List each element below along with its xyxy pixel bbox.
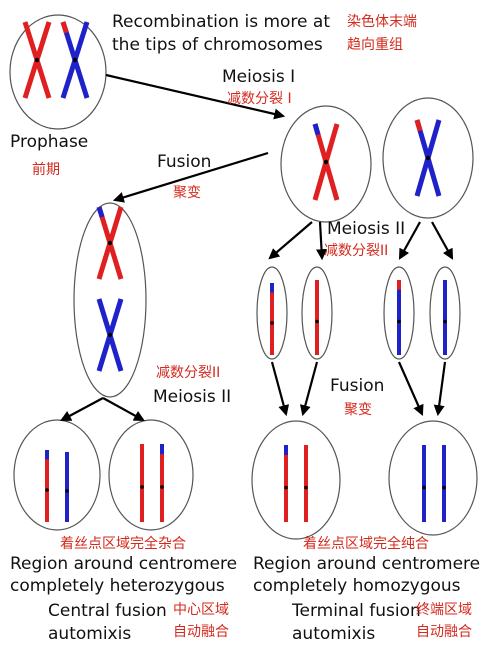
- meiosis-two-left-cn-label: 减数分裂II: [156, 365, 221, 381]
- hetero-cell-1: [13, 419, 101, 531]
- meiosis-one-cn-label: 减数分裂 I: [227, 91, 292, 107]
- heterozygous-cn-label: 着丝点区域完全杂合: [60, 536, 186, 552]
- arrow-m2-left-b: [316, 221, 328, 261]
- arrow-central-right: [102, 397, 145, 422]
- recombination-cn-line1: 染色体末端: [347, 14, 417, 30]
- recombination-title-line2: the tips of chromosomes: [112, 35, 323, 55]
- prophase-cell: [9, 14, 107, 130]
- fusion-right-label: Fusion: [330, 376, 385, 396]
- rod-small-4-centromere: [443, 319, 447, 324]
- homo-rod-2a-centromere: [422, 485, 426, 490]
- hetero-rod-1b-centromere: [65, 489, 69, 493]
- arrow-central-left: [60, 397, 104, 422]
- arrow-fusion-r3: [397, 361, 424, 417]
- prophase-blue-pair-tip: [60, 21, 69, 34]
- fusion-top-label: Fusion: [157, 152, 212, 172]
- central-fusion-cell: [73, 202, 147, 398]
- arrow-meiosis1: [105, 73, 286, 120]
- homozygous-line1: Region around centromere: [253, 554, 481, 574]
- terminal-fusion-line1: Terminal fusion: [292, 601, 421, 621]
- terminal-fusion-line2: automixis: [292, 624, 376, 644]
- central-fusion-cn-line1: 中心区域: [173, 602, 229, 618]
- arrow-fusion-r2: [299, 361, 319, 417]
- hetero-cell-2: [108, 419, 194, 531]
- homo-rod-1b-centromere: [304, 485, 308, 490]
- rod-small-1-centromere: [270, 321, 274, 325]
- rod-small-2-centromere: [315, 319, 319, 324]
- meiosis1-right-pair-centromere: [425, 155, 431, 161]
- homo-cell-1: [251, 420, 341, 540]
- hetero-rod-2b-centromere: [160, 485, 164, 489]
- meiosis1-left-pair-centromere: [323, 159, 329, 165]
- homo-rod-2b-centromere: [442, 485, 446, 490]
- prophase-cn-label: 前期: [32, 162, 60, 178]
- meiosis-one-label: Meiosis I: [222, 67, 296, 87]
- heterozygous-line2: completely heterozygous: [10, 576, 225, 596]
- arrow-m2-right-b: [431, 221, 454, 260]
- recombination-title-line1: Recombination is more at: [112, 12, 330, 32]
- homo-cell-2: [388, 420, 478, 536]
- arrow-fusion-r1: [270, 361, 290, 417]
- central-fusion-line1: Central fusion: [48, 601, 167, 621]
- meiosis1-right-pair-tip: [414, 119, 423, 132]
- central-fusion-blue-pair-centromere: [107, 332, 113, 338]
- fusion-right-cn-label: 聚变: [344, 402, 372, 418]
- meiosis1-left-pair-tip: [312, 123, 321, 136]
- rod-small-3-centromere: [397, 319, 401, 324]
- terminal-fusion-cn-line2: 自动融合: [416, 624, 472, 640]
- arrow-m2-left-a: [268, 221, 313, 260]
- meiosis-two-right-cn-label: 减数分裂II: [324, 243, 389, 259]
- homozygous-line2: completely homozygous: [253, 576, 461, 596]
- arrow-fusion-top: [112, 151, 269, 203]
- arrow-fusion-r4: [433, 361, 447, 417]
- terminal-fusion-cn-line1: 终端区域: [416, 602, 472, 618]
- prophase-blue-pair-centromere: [72, 57, 78, 63]
- central-fusion-cn-line2: 自动融合: [173, 624, 229, 640]
- central-fusion-red-pair-centromere: [107, 240, 113, 246]
- homozygous-cn-label: 着丝点区域完全纯合: [303, 536, 429, 552]
- hetero-rod-2a-centromere: [140, 485, 144, 489]
- recombination-cn-line2: 趋向重组: [347, 37, 403, 53]
- meiosis-two-left-label: Meiosis II: [153, 387, 232, 407]
- prophase-label: Prophase: [10, 132, 89, 152]
- central-fusion-red-pair-tip: [96, 206, 105, 218]
- homo-rod-1a-centromere: [284, 485, 288, 490]
- hetero-rod-1a-centromere: [45, 488, 49, 492]
- meiosis-two-right-label: Meiosis II: [327, 219, 406, 239]
- arrow-m2-right-a: [398, 221, 421, 260]
- prophase-red-pair-centromere: [34, 57, 40, 63]
- fusion-top-cn-label: 聚变: [173, 185, 201, 201]
- heterozygous-line1: Region around centromere: [10, 554, 238, 574]
- central-fusion-line2: automixis: [48, 624, 132, 644]
